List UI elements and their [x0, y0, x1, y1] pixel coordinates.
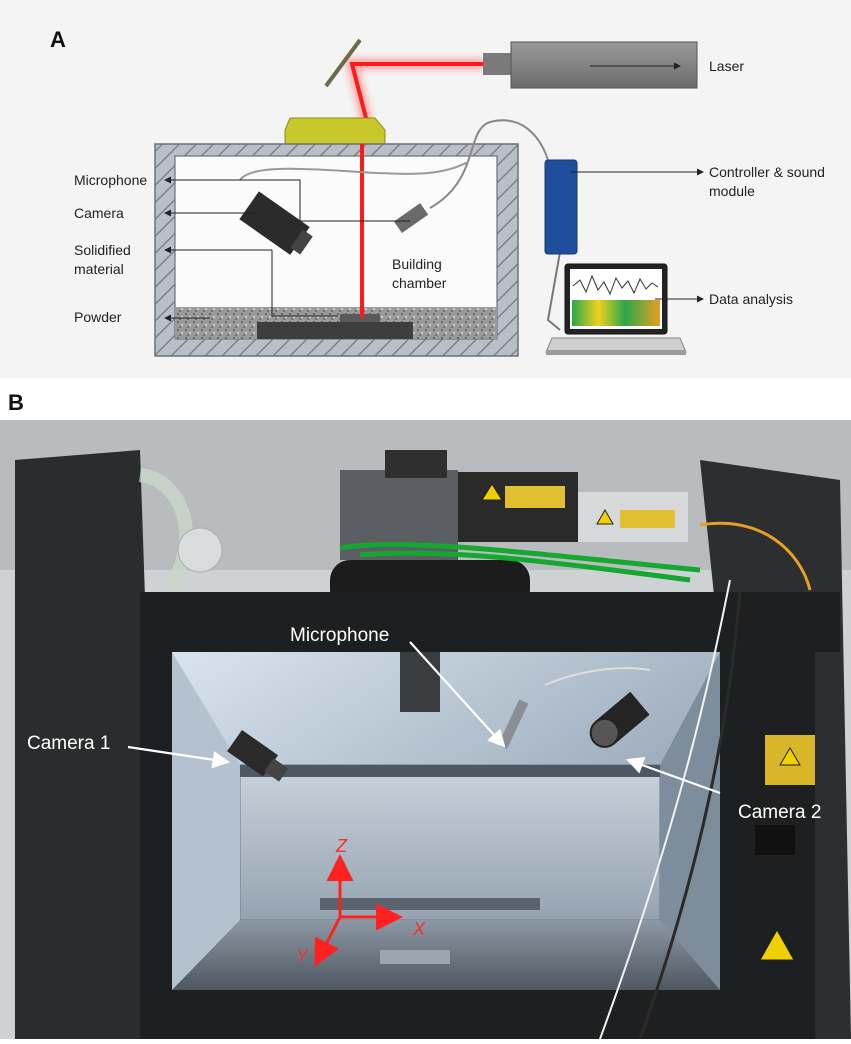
label-data-analysis: Data analysis — [709, 291, 793, 307]
label-camera: Camera — [74, 205, 124, 221]
axis-y-label: Y — [296, 946, 310, 966]
label-building-line2: chamber — [392, 275, 447, 291]
microphone-cable — [429, 119, 549, 209]
controller-module — [544, 159, 578, 255]
f-theta-lens — [284, 117, 386, 145]
build-plate — [257, 322, 413, 339]
camera-2-device — [589, 691, 650, 748]
recoater — [320, 898, 540, 910]
annotation-arrows — [127, 641, 721, 795]
machine-photo-illustration: Z X Y Microphone Camera 1 Camera 2 — [0, 420, 851, 1040]
schematic-diagram: Laser Controller & sound module Micropho… — [0, 0, 851, 378]
label-laser: Laser — [709, 58, 744, 74]
coordinate-axes — [314, 854, 403, 967]
scanning-mirror — [324, 38, 362, 88]
controller-cable — [546, 251, 561, 331]
axis-z-label: Z — [335, 836, 348, 856]
label-controller-line2: module — [709, 183, 755, 199]
label-camera-1: Camera 1 — [27, 733, 110, 754]
panel-b-photo: Z X Y Microphone Camera 1 Camera 2 — [0, 420, 851, 1040]
build-plate-photo — [380, 950, 450, 964]
laser-source — [483, 41, 698, 89]
camera-cable — [239, 161, 469, 181]
leader-lines — [164, 62, 704, 322]
camera-1-device — [227, 730, 289, 782]
camera-device — [239, 191, 313, 255]
left-door — [15, 450, 160, 1039]
optics-assembly — [330, 450, 812, 610]
microphone-photo-device — [498, 699, 529, 749]
panel-a-letter: A — [50, 27, 66, 52]
panel-a-schematic: Laser Controller & sound module Micropho… — [0, 0, 851, 378]
label-microphone: Microphone — [74, 172, 147, 188]
label-photo-microphone: Microphone — [290, 625, 389, 646]
cable-white-1 — [599, 579, 731, 1040]
label-building-line1: Building — [392, 256, 442, 272]
label-camera-2: Camera 2 — [738, 802, 821, 823]
label-solidified-line2: material — [74, 261, 124, 277]
label-solidified-line1: Solidified — [74, 242, 131, 258]
laptop-data-analysis — [545, 263, 687, 355]
microphone-device — [393, 203, 429, 233]
label-controller-line1: Controller & sound — [709, 164, 825, 180]
axis-x-label: X — [412, 919, 426, 939]
panel-b-letter: B — [8, 390, 24, 415]
gas-nozzle — [400, 652, 440, 712]
hot-surface-sign — [759, 928, 795, 961]
label-powder: Powder — [74, 309, 122, 325]
